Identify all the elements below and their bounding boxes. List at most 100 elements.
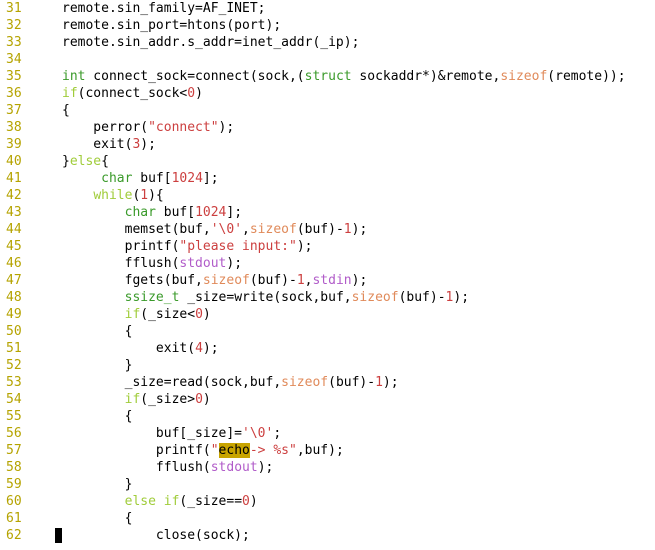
code-token: );	[202, 341, 219, 356]
line-number: 33	[6, 35, 22, 50]
line-number: 61	[6, 511, 22, 526]
code-text: exit(3);	[62, 136, 156, 153]
code-token: );	[382, 375, 399, 390]
code-token: int	[62, 69, 86, 84]
code-line[interactable]: 46 fflush(stdout);	[0, 255, 655, 272]
line-number: 48	[6, 290, 22, 305]
code-token: 4	[195, 341, 203, 356]
line-number: 53	[6, 375, 22, 390]
code-line[interactable]: 53 _size=read(sock,buf,sizeof(buf)-1);	[0, 374, 655, 391]
code-text: ssize_t _size=write(sock,buf,sizeof(buf)…	[62, 289, 469, 306]
line-number: 58	[6, 460, 22, 475]
code-line[interactable]: 54 if(_size>0)	[0, 391, 655, 408]
code-line[interactable]: 56 buf[_size]='\0';	[0, 425, 655, 442]
code-token: 0	[242, 494, 250, 509]
code-token: sizeof	[281, 375, 329, 390]
code-text: buf[_size]='\0';	[62, 425, 281, 442]
code-line[interactable]: 38 perror("connect");	[0, 119, 655, 136]
line-number: 50	[6, 324, 22, 339]
code-token: "	[210, 443, 219, 458]
code-line[interactable]: 55 {	[0, 408, 655, 425]
code-line[interactable]: 62 close(sock);	[0, 527, 655, 544]
code-line[interactable]: 48 ssize_t _size=write(sock,buf,sizeof(b…	[0, 289, 655, 306]
code-token: );	[140, 137, 156, 152]
code-line[interactable]: 50 {	[0, 323, 655, 340]
code-text: char buf[1024];	[62, 170, 218, 187]
code-token	[62, 188, 93, 203]
code-token: close(sock);	[62, 528, 250, 543]
line-number: 60	[6, 494, 22, 509]
code-token: ;	[273, 426, 282, 441]
code-token: buf[	[132, 171, 172, 186]
code-token: remote.sin_family=AF_INET;	[62, 1, 266, 16]
code-token: (buf)-	[398, 290, 446, 305]
code-token: stdin	[312, 273, 352, 288]
code-line[interactable]: 59 }	[0, 476, 655, 493]
code-token: )	[195, 86, 203, 101]
code-token: else	[124, 494, 156, 509]
code-text: memset(buf,'\0',sizeof(buf)-1);	[62, 221, 368, 238]
code-token: 3	[132, 137, 141, 152]
line-number: 34	[6, 52, 22, 67]
code-text: close(sock);	[62, 527, 250, 544]
code-token: );	[351, 222, 368, 237]
line-number: 55	[6, 409, 22, 424]
code-token: sizeof	[249, 222, 297, 237]
code-line[interactable]: 39 exit(3);	[0, 136, 655, 153]
code-line[interactable]: 44 memset(buf,'\0',sizeof(buf)-1);	[0, 221, 655, 238]
code-line[interactable]: 61 {	[0, 510, 655, 527]
code-text: }else{	[62, 153, 109, 170]
code-token: exit(	[62, 137, 133, 152]
code-line[interactable]: 43 char buf[1024];	[0, 204, 655, 221]
line-number: 39	[6, 137, 22, 152]
line-number: 59	[6, 477, 22, 492]
code-line[interactable]: 51 exit(4);	[0, 340, 655, 357]
line-number: 40	[6, 154, 22, 169]
code-token: if	[124, 307, 141, 322]
code-token: (remote));	[547, 69, 626, 84]
code-token: sockaddr*)&remote,	[351, 69, 501, 84]
code-token: )	[249, 494, 258, 509]
code-token: {	[101, 154, 109, 169]
code-line[interactable]: 47 fgets(buf,sizeof(buf)-1,stdin);	[0, 272, 655, 289]
code-token: printf(	[62, 239, 180, 254]
code-token: 1024	[195, 205, 227, 220]
code-token: '\0'	[242, 426, 274, 441]
code-line[interactable]: 41 char buf[1024];	[0, 170, 655, 187]
code-text: {	[62, 102, 70, 119]
code-line[interactable]: 34	[0, 51, 655, 68]
code-line[interactable]: 57 printf("echo-> %s",buf);	[0, 442, 655, 459]
code-text: fflush(stdout);	[62, 459, 273, 476]
code-token: ){	[148, 188, 164, 203]
code-line[interactable]: 60 else if(_size==0)	[0, 493, 655, 510]
code-token: fgets(buf,	[62, 273, 203, 288]
code-token	[62, 290, 125, 305]
code-line[interactable]: 45 printf("please input:");	[0, 238, 655, 255]
code-token: 1024	[171, 171, 203, 186]
code-token	[62, 392, 125, 407]
code-token: fflush(	[62, 460, 211, 475]
code-line[interactable]: 42 while(1){	[0, 187, 655, 204]
code-line[interactable]: 52 }	[0, 357, 655, 374]
code-token: {	[62, 511, 133, 526]
code-token: (_size==	[179, 494, 243, 509]
line-number: 37	[6, 103, 22, 118]
code-token: 1	[375, 375, 383, 390]
line-number: 42	[6, 188, 22, 203]
code-line[interactable]: 58 fflush(stdout);	[0, 459, 655, 476]
code-line[interactable]: 40 }else{	[0, 153, 655, 170]
code-token: char	[101, 171, 133, 186]
line-number: 36	[6, 86, 22, 101]
code-line[interactable]: 49 if(_size<0)	[0, 306, 655, 323]
code-token: "connect"	[148, 120, 219, 135]
code-line[interactable]: 37 {	[0, 102, 655, 119]
code-token: else	[69, 154, 102, 169]
code-token: );	[226, 256, 243, 271]
code-token: {	[62, 324, 133, 339]
